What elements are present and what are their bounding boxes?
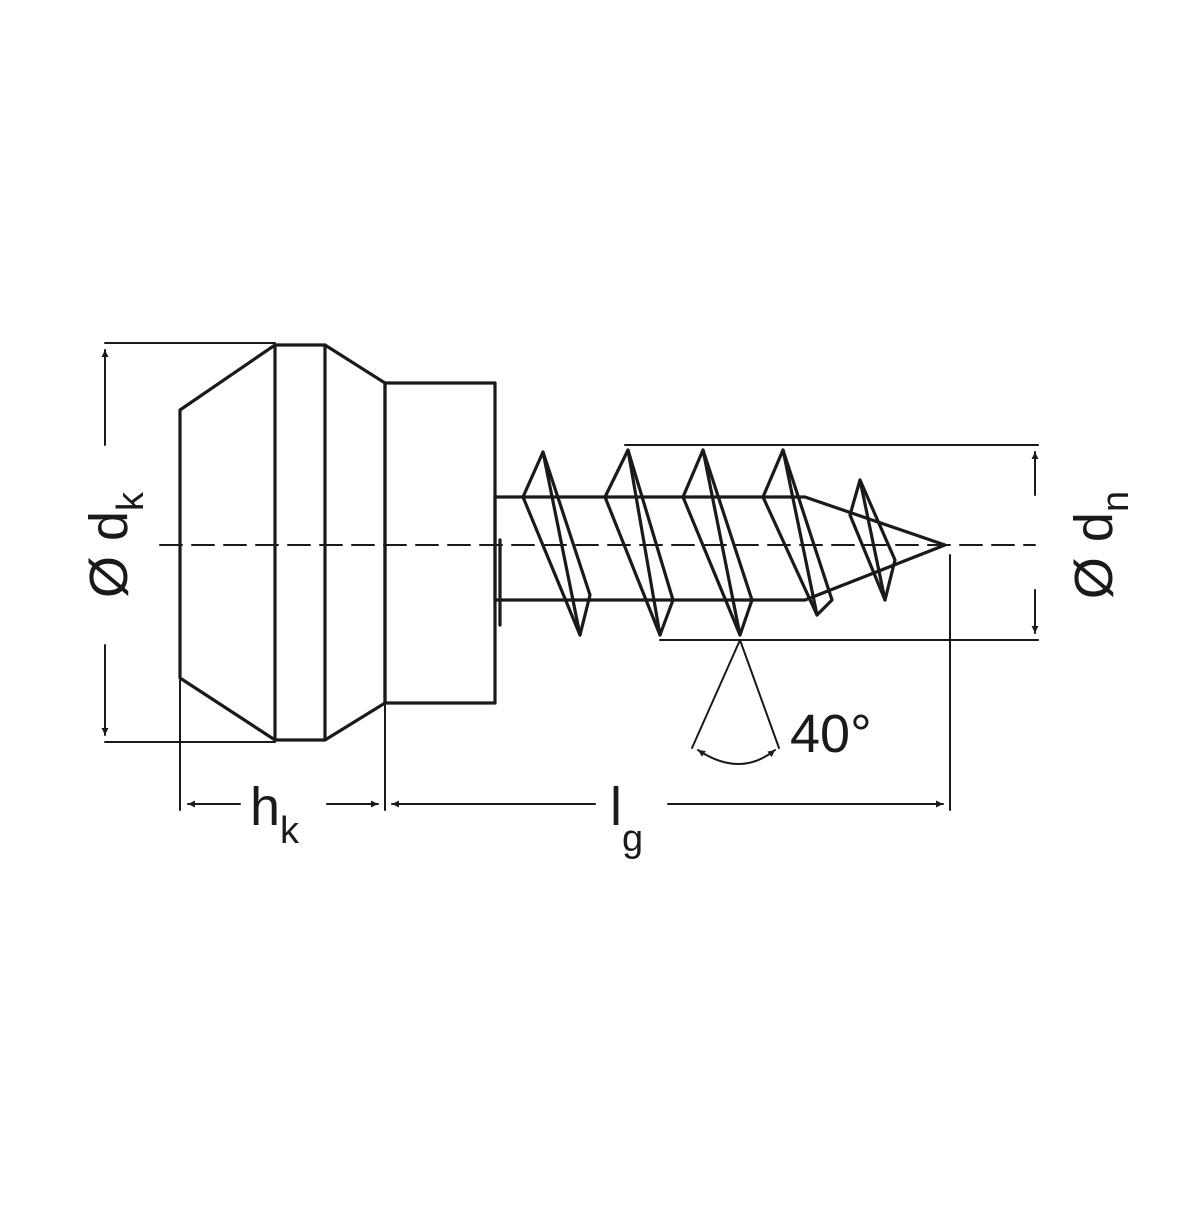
head-diameter-dimension xyxy=(101,342,276,743)
length-dimensions xyxy=(179,554,951,811)
thread-angle-indicator xyxy=(691,639,780,765)
head-diameter-label: Ø dk xyxy=(79,491,152,598)
screw-head xyxy=(178,343,497,742)
thread-diameter-label: Ø dn xyxy=(1064,491,1137,599)
thread-diameter-dimension xyxy=(624,444,1039,641)
screw-thread xyxy=(493,448,947,637)
thread-length-label: lg xyxy=(610,777,643,860)
thread-angle-label: 40° xyxy=(790,704,872,764)
head-height-label: hk xyxy=(250,777,300,852)
